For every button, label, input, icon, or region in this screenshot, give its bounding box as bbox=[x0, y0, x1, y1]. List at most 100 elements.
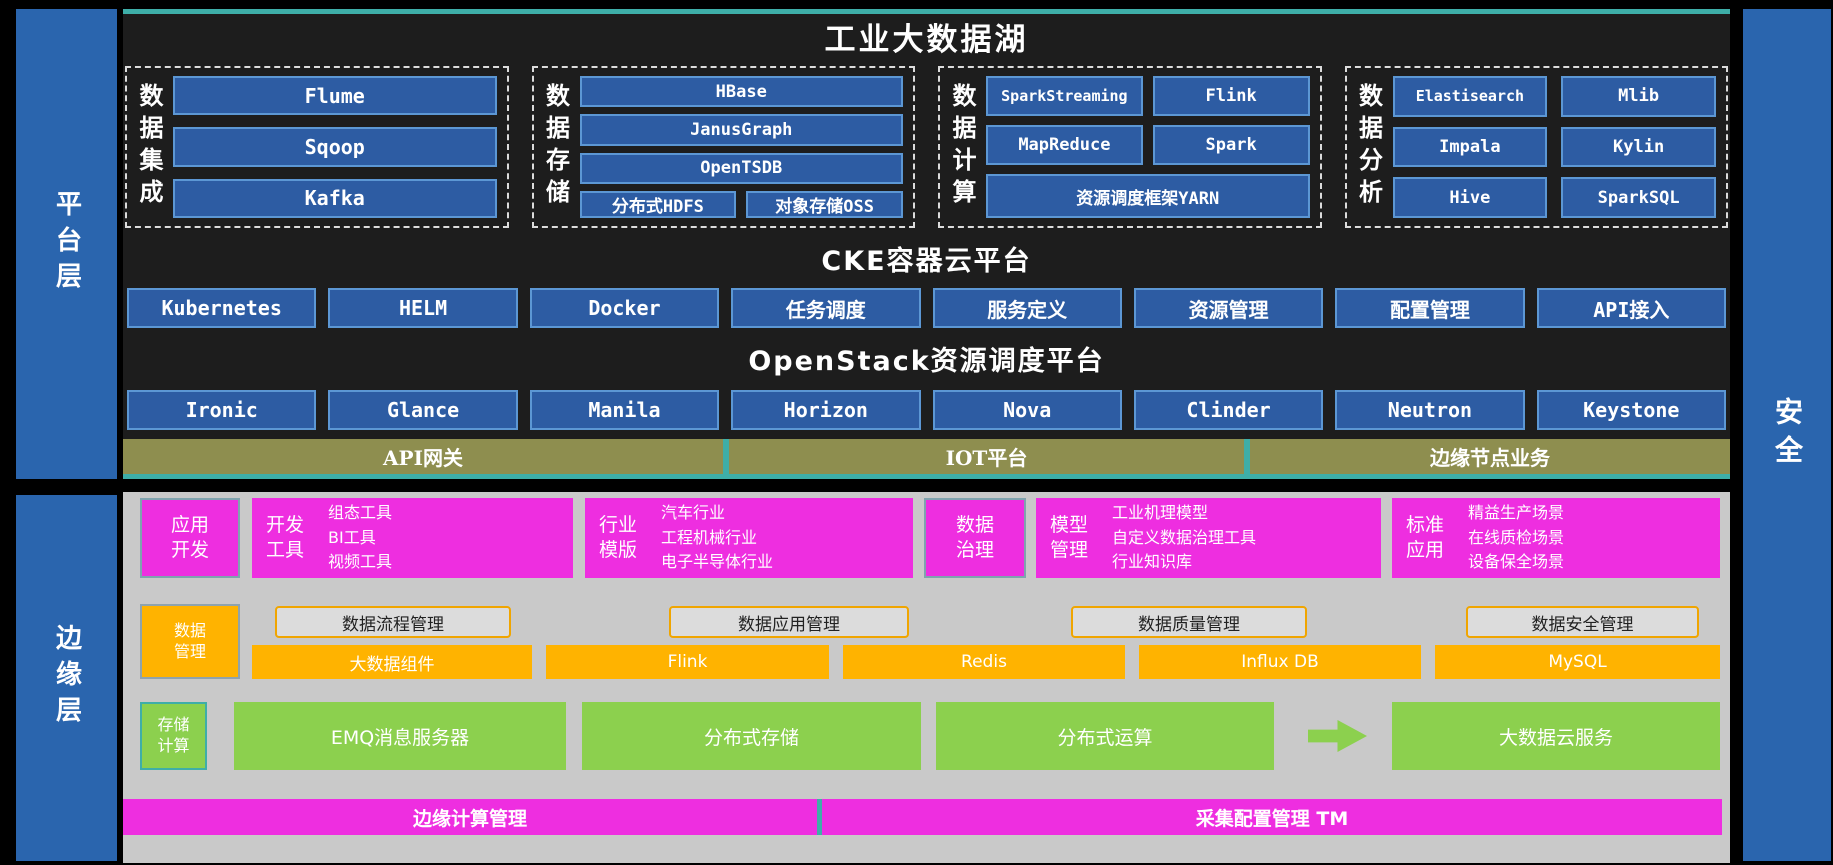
data-lake-title: 工业大数据湖 bbox=[824, 22, 1029, 58]
openstack-row: Ironic Glance Manila Horizon Nova Clinde… bbox=[127, 390, 1726, 430]
model-mgmt-block: 模型管理 工业机理模型 自定义数据治理工具 行业知识库 bbox=[1036, 498, 1381, 578]
standard-app-label: 标准应用 bbox=[1406, 514, 1445, 561]
distributed-computing-block: 分布式运算 bbox=[936, 702, 1274, 770]
block-config-management: 配置管理 bbox=[1335, 288, 1525, 328]
group-data-computing-items: SparkStreaming Flink MapReduce Spark 资源调… bbox=[986, 76, 1310, 218]
block-resource-management: 资源管理 bbox=[1133, 288, 1324, 328]
computing-row-2: MapReduce Spark bbox=[986, 125, 1310, 165]
app-dev-label: 应用开发 bbox=[170, 514, 209, 561]
industry-template-label: 行业模版 bbox=[599, 514, 638, 561]
layer-label-platform: 平台层 bbox=[16, 9, 117, 479]
segment-api-gateway: API网关 bbox=[383, 446, 463, 470]
storage-compute-label: 存储计算 bbox=[157, 715, 190, 755]
block-kafka: Kafka bbox=[173, 178, 497, 218]
flink-block: Flink bbox=[546, 645, 829, 679]
data-mgmt-label: 数据管理 bbox=[173, 620, 206, 661]
block-janusgraph: JanusGraph bbox=[579, 114, 903, 146]
group-data-integration-items: Flume Sqoop Kafka bbox=[173, 76, 497, 218]
standard-app-lines: 精益生产场景 在线质检场景 设备保全场景 bbox=[1468, 501, 1564, 575]
data-governance-label: 数据治理 bbox=[955, 514, 994, 561]
block-sqoop: Sqoop bbox=[173, 127, 497, 167]
block-horizon: Horizon bbox=[731, 390, 921, 430]
influxdb-block: Influx DB bbox=[1139, 645, 1421, 679]
block-task-scheduling: 任务调度 bbox=[731, 288, 921, 328]
group-data-storage-label: 数据存储 bbox=[541, 83, 570, 211]
computing-row-1: SparkStreaming Flink bbox=[986, 76, 1310, 116]
collection-config-mgmt: 采集配置管理 TM bbox=[1195, 807, 1349, 830]
group-data-storage-items: HBase JanusGraph OpenTSDB 分布式HDFS 对象存储OS… bbox=[579, 76, 903, 218]
edge-computing-mgmt: 边缘计算管理 bbox=[412, 807, 527, 830]
emq-server-block: EMQ消息服务器 bbox=[234, 702, 566, 770]
segment-edge-node-business: 边缘节点业务 bbox=[1430, 446, 1550, 470]
line: 行业知识库 bbox=[1112, 552, 1193, 572]
openstack-title: OpenStack资源调度平台 bbox=[748, 346, 1105, 377]
storage-compute-label-block: 存储计算 bbox=[140, 702, 207, 770]
storage-bottom-row: 分布式HDFS 对象存储OSS bbox=[579, 190, 903, 218]
dev-tools-block: 开发工具 组态工具 BI工具 视频工具 bbox=[252, 498, 573, 578]
block-api-access: API接入 bbox=[1536, 288, 1726, 328]
block-kubernetes: Kubernetes bbox=[127, 288, 317, 328]
industry-template-block: 行业模版 汽车行业 工程机械行业 电子半导体行业 bbox=[585, 498, 913, 578]
layer-label-edge: 边缘层 bbox=[16, 495, 117, 861]
block-impala: Impala bbox=[1392, 126, 1548, 168]
dev-tools-lines: 组态工具 BI工具 视频工具 bbox=[328, 501, 392, 575]
layer-label-edge-text: 边缘层 bbox=[51, 624, 82, 732]
layer-label-security: 安全 bbox=[1743, 9, 1831, 861]
data-mgmt-label-block: 数据管理 bbox=[140, 604, 240, 679]
edge-bottom-bar: 边缘计算管理 采集配置管理 TM bbox=[123, 799, 1722, 835]
block-nova: Nova bbox=[932, 390, 1122, 430]
gateway-divider bbox=[723, 439, 729, 474]
line: 自定义数据治理工具 bbox=[1112, 527, 1257, 547]
bigdata-components-block: 大数据组件 bbox=[252, 645, 532, 679]
block-docker: Docker bbox=[529, 288, 720, 328]
block-yarn: 资源调度框架YARN bbox=[986, 174, 1310, 218]
block-opentsdb: OpenTSDB bbox=[579, 152, 903, 184]
model-mgmt-label: 模型管理 bbox=[1050, 514, 1089, 561]
layer-label-platform-text: 平台层 bbox=[51, 190, 82, 298]
block-hive: Hive bbox=[1392, 177, 1548, 218]
block-mapreduce: MapReduce bbox=[986, 125, 1143, 165]
group-data-analysis: 数据分析 Elastisearch Mlib Impala Kylin Hive… bbox=[1344, 66, 1728, 228]
block-sparkstreaming: SparkStreaming bbox=[986, 76, 1143, 116]
group-data-integration-label: 数据集成 bbox=[135, 83, 163, 211]
bigdata-cloud-service-block: 大数据云服务 bbox=[1392, 702, 1720, 770]
data-quality-mgmt-block: 数据质量管理 bbox=[1071, 606, 1307, 638]
block-neutron: Neutron bbox=[1335, 390, 1525, 430]
line: 设备保全场景 bbox=[1468, 552, 1565, 572]
line: BI工具 bbox=[328, 527, 376, 547]
block-manila: Manila bbox=[529, 390, 720, 430]
block-kylin: Kylin bbox=[1561, 126, 1716, 168]
gateway-divider bbox=[1244, 439, 1250, 474]
gateway-bar: API网关 IOT平台 边缘节点业务 bbox=[123, 439, 1730, 474]
group-data-integration: 数据集成 Flume Sqoop Kafka bbox=[125, 66, 509, 228]
block-hbase: HBase bbox=[579, 76, 903, 108]
group-data-storage: 数据存储 HBase JanusGraph OpenTSDB 分布式HDFS 对… bbox=[531, 66, 915, 228]
bottom-bar-divider bbox=[817, 799, 822, 835]
block-spark: Spark bbox=[1152, 125, 1310, 165]
data-app-mgmt-block: 数据应用管理 bbox=[669, 606, 909, 638]
line: 精益生产场景 bbox=[1468, 502, 1565, 522]
line: 电子半导体行业 bbox=[661, 552, 774, 572]
block-mlib: Mlib bbox=[1561, 76, 1716, 117]
line: 汽车行业 bbox=[661, 502, 726, 522]
dev-tools-label: 开发工具 bbox=[266, 514, 305, 561]
group-data-analysis-label: 数据分析 bbox=[1354, 83, 1383, 211]
data-lake-groups: 数据集成 Flume Sqoop Kafka 数据存储 HBase JanusG… bbox=[125, 66, 1728, 228]
redis-block: Redis bbox=[843, 645, 1125, 679]
line: 组态工具 bbox=[328, 502, 393, 522]
distributed-storage-block: 分布式存储 bbox=[582, 702, 921, 770]
group-data-computing-label: 数据计算 bbox=[948, 83, 976, 211]
block-flume: Flume bbox=[173, 76, 497, 116]
line: 在线质检场景 bbox=[1468, 527, 1565, 547]
block-keystone: Keystone bbox=[1536, 390, 1726, 430]
model-mgmt-lines: 工业机理模型 自定义数据治理工具 行业知识库 bbox=[1112, 501, 1256, 575]
block-clinder: Clinder bbox=[1133, 390, 1324, 430]
arrow-right-icon bbox=[1308, 720, 1367, 752]
block-sparksql: SparkSQL bbox=[1561, 177, 1716, 218]
cke-row: Kubernetes HELM Docker 任务调度 服务定义 资源管理 配置… bbox=[127, 288, 1726, 328]
standard-app-block: 标准应用 精益生产场景 在线质检场景 设备保全场景 bbox=[1392, 498, 1720, 578]
block-oss: 对象存储OSS bbox=[746, 190, 903, 218]
block-flink: Flink bbox=[1152, 76, 1310, 116]
app-dev-block: 应用开发 bbox=[140, 498, 240, 578]
